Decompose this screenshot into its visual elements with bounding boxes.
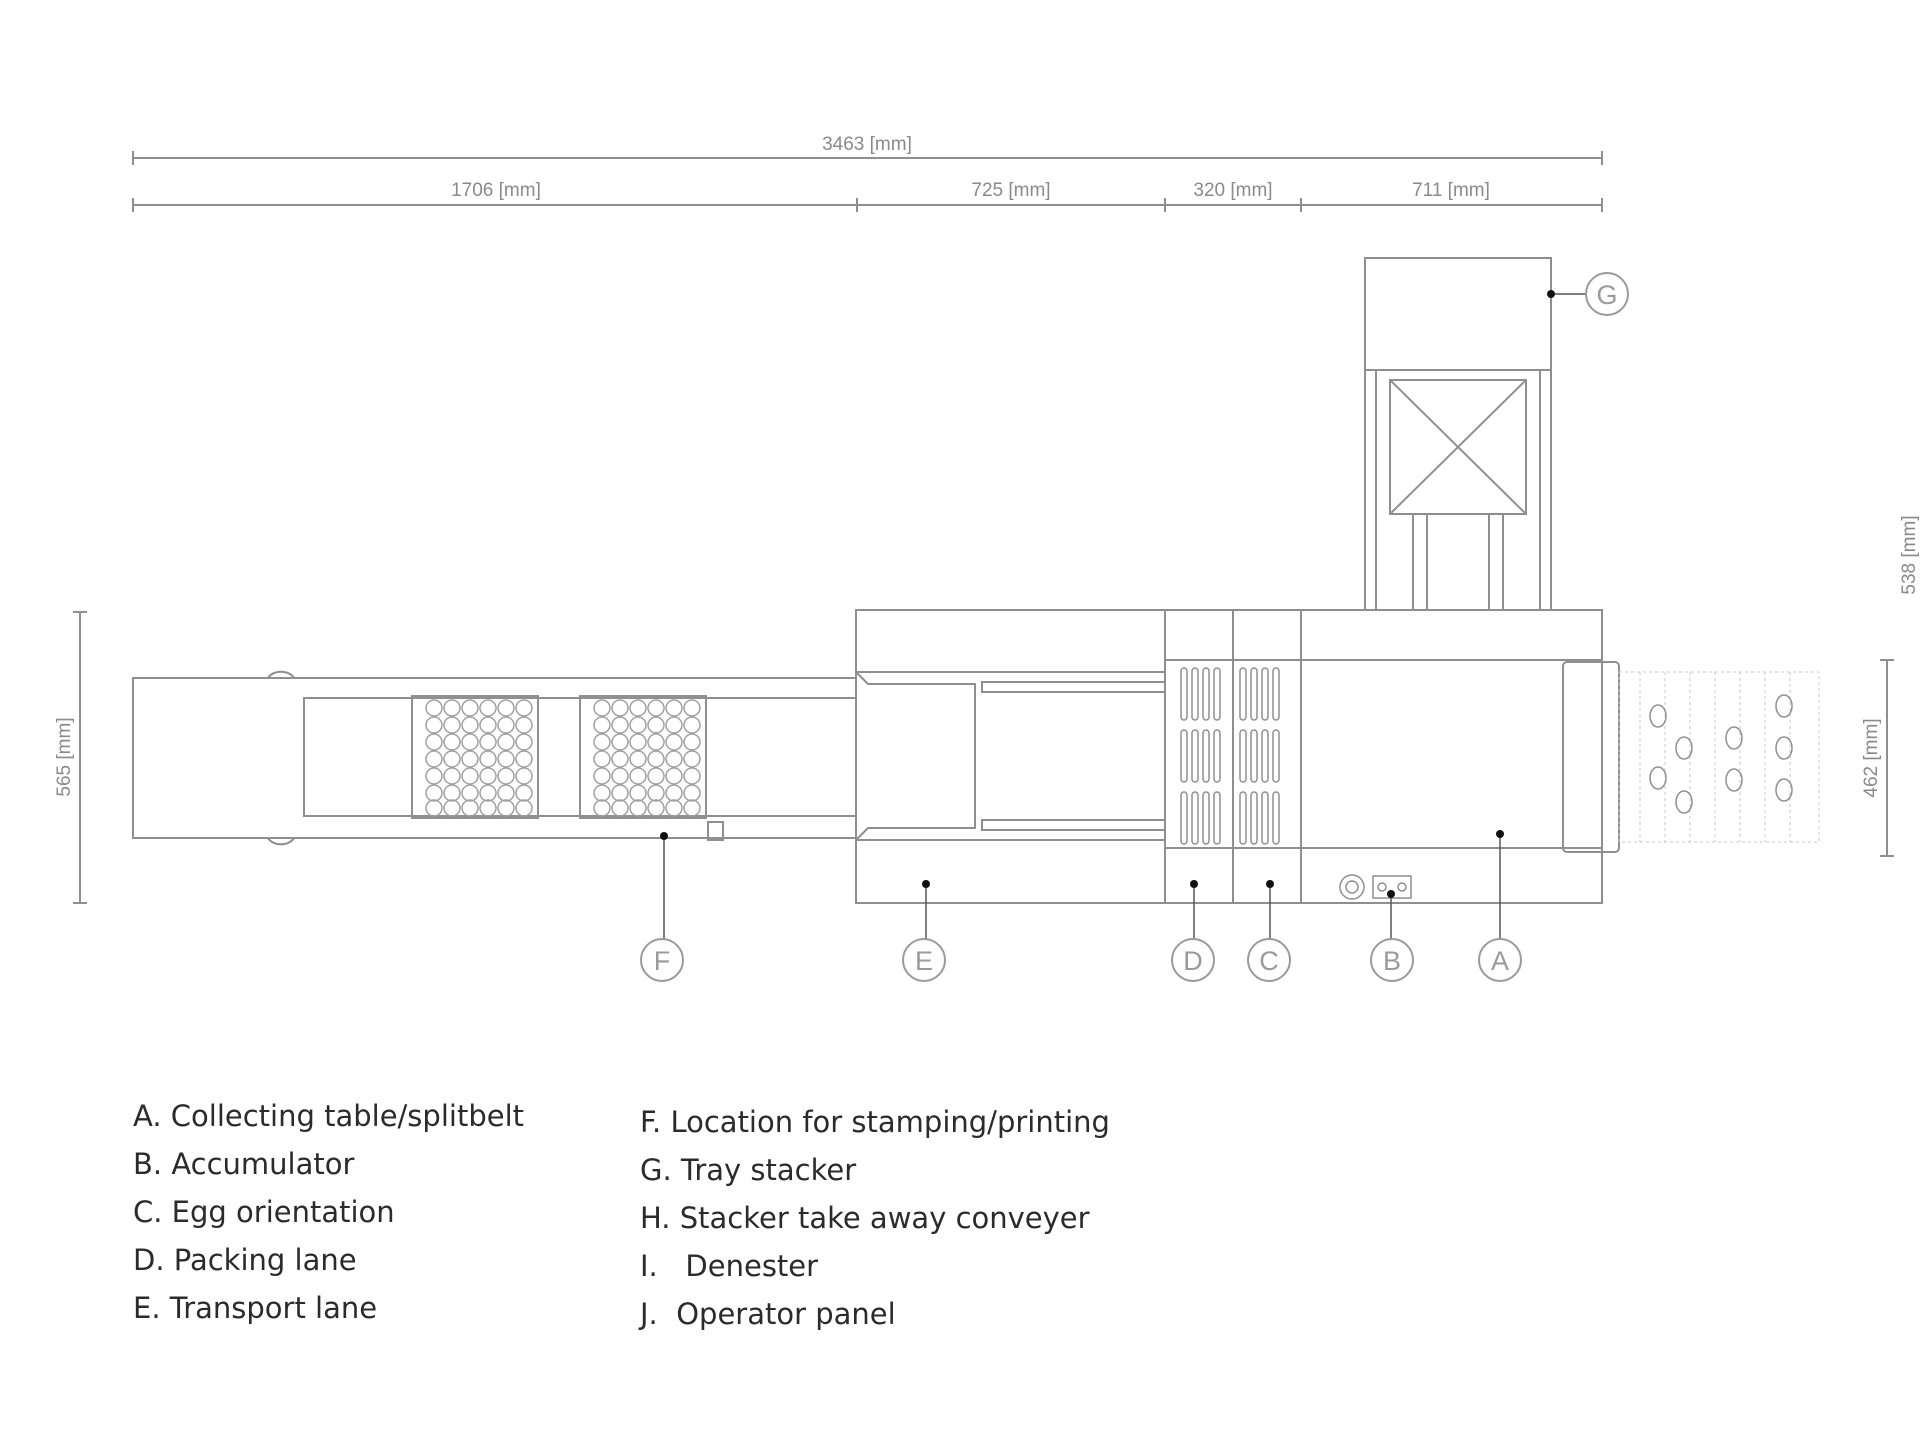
legend-item-g: G. Tray stacker	[640, 1153, 857, 1187]
dimension-overall-label: 3463 [mm]	[822, 134, 912, 155]
callout-dots	[660, 290, 1555, 898]
egg-tray-1	[425, 699, 533, 817]
legend-item-c: C. Egg orientation	[133, 1195, 395, 1229]
end-module	[1562, 661, 1620, 853]
legend-item-h: H. Stacker take away conveyer	[640, 1201, 1090, 1235]
dimension-right-height-label: 462 [mm]	[1861, 718, 1882, 797]
legend-item-b: B. Accumulator	[133, 1147, 355, 1181]
dimension-overall	[132, 151, 1603, 165]
callout-c: C	[1259, 946, 1279, 976]
callout-b: B	[1383, 946, 1401, 976]
dimension-right-height	[1880, 659, 1894, 857]
legend-item-i: I. Denester	[640, 1249, 819, 1283]
accumulator-symbol	[1339, 874, 1412, 900]
collecting-table-area	[1618, 671, 1820, 843]
legend-item-f: F. Location for stamping/printing	[640, 1105, 1110, 1139]
legend-item-j: J. Operator panel	[640, 1297, 896, 1331]
callout-f: F	[654, 946, 671, 976]
dimension-segments	[132, 198, 1603, 212]
callout-a: A	[1491, 946, 1509, 976]
conveyor-section	[132, 670, 857, 846]
callout-e: E	[915, 946, 933, 976]
legend-item-a: A. Collecting table/splitbelt	[133, 1099, 524, 1133]
tray-stacker	[1364, 257, 1552, 611]
main-machine-body	[855, 609, 1603, 904]
dimension-far-right-label: 538 [mm]	[1899, 515, 1920, 594]
dimension-left-height-label: 565 [mm]	[54, 717, 75, 796]
dimension-seg1-label: 1706 [mm]	[451, 180, 541, 201]
dimension-left-height	[73, 611, 87, 904]
packing-lane-slots	[1180, 667, 1280, 845]
callout-d: D	[1183, 946, 1203, 976]
callout-leaders	[663, 293, 1586, 940]
dimension-seg2-label: 725 [mm]	[971, 180, 1050, 201]
dimension-seg3-label: 320 [mm]	[1193, 180, 1272, 201]
legend-item-e: E. Transport lane	[133, 1291, 378, 1325]
callout-circles	[640, 272, 1629, 982]
legend-right-column: F. Location for stamping/printing G. Tra…	[640, 1098, 1110, 1338]
callout-g: G	[1596, 280, 1617, 310]
legend-left-column: A. Collecting table/splitbelt B. Accumul…	[133, 1092, 524, 1332]
legend-item-d: D. Packing lane	[133, 1243, 357, 1277]
dimension-seg4-label: 711 [mm]	[1412, 180, 1490, 201]
egg-tray-2	[593, 699, 701, 817]
eggs-on-table	[1649, 694, 1793, 814]
